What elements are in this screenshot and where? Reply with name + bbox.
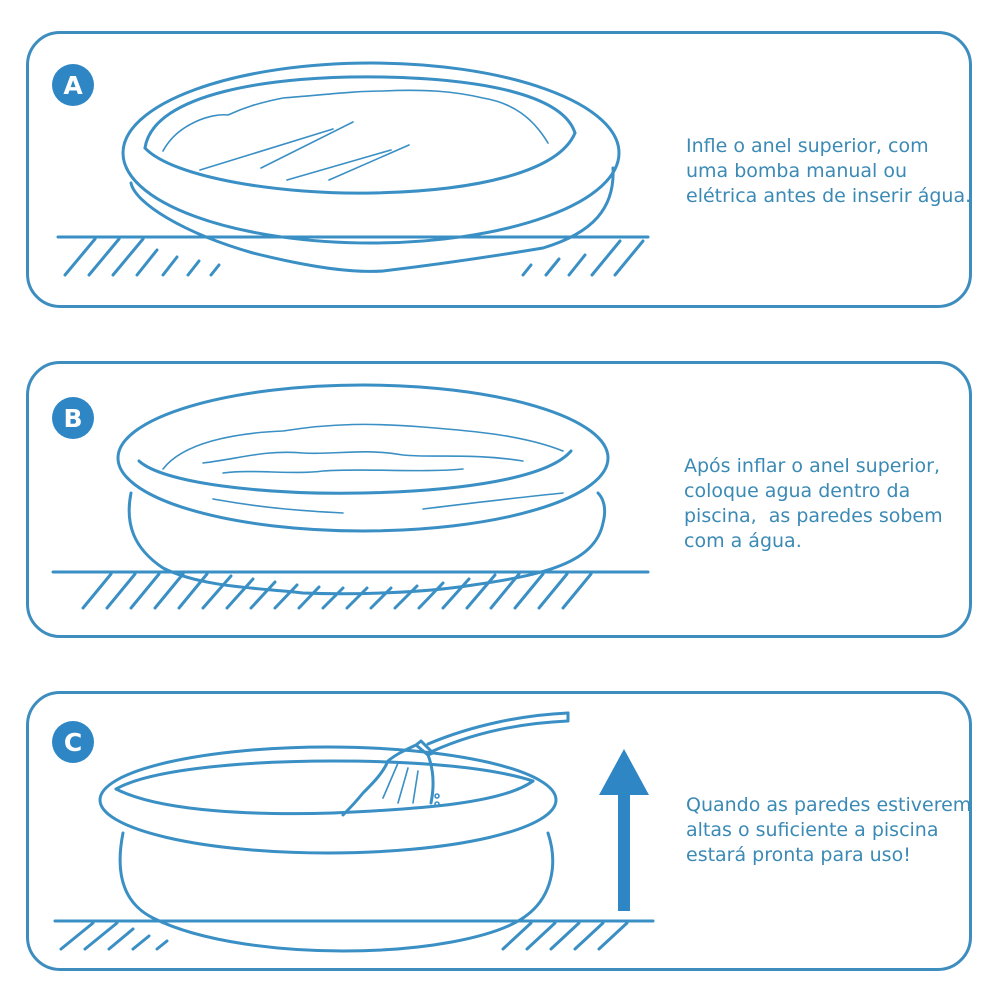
step-b-panel: B Após inflar o anel superio xyxy=(26,361,972,638)
step-b-badge: B xyxy=(52,397,94,439)
step-c-panel: C xyxy=(26,691,972,971)
ground-hatching xyxy=(63,237,645,277)
up-arrow-icon xyxy=(599,749,649,911)
step-c-badge: C xyxy=(52,721,94,763)
pool-filling-illustration xyxy=(51,383,650,610)
step-c-instruction: Quando as paredes estiverem altas o sufi… xyxy=(686,794,972,866)
ground-hatching xyxy=(59,921,629,951)
pool-deflated-illustration xyxy=(56,61,650,277)
step-a-badge: A xyxy=(52,64,94,106)
pool-ready-illustration xyxy=(53,711,655,953)
step-b-instruction: Após inflar o anel superior, coloque agu… xyxy=(684,455,943,552)
step-a-instruction: Infle o anel superior, com uma bomba man… xyxy=(686,135,972,207)
step-a-panel: A Infle o anel sup xyxy=(26,31,972,308)
ground-hatching xyxy=(81,572,593,610)
